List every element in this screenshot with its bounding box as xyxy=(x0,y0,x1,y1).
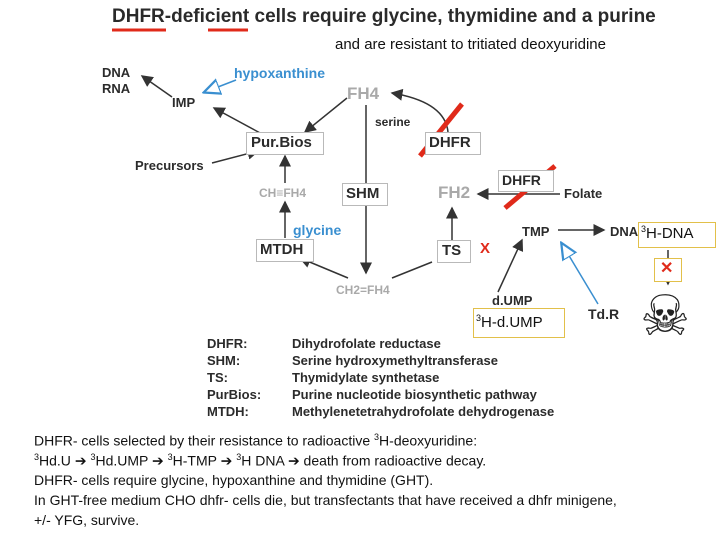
legend-val-mtdh: Methylenetetrahydrofolate dehydrogenase xyxy=(292,404,555,419)
arrow-fh4-purbios xyxy=(303,97,348,133)
legend-val-shm: Serine hydroxymethyltransferase xyxy=(292,353,498,368)
legend-key-ts: TS: xyxy=(207,370,228,385)
death-mark-box xyxy=(654,258,682,282)
bottom-line-5: +/- YFG, survive. xyxy=(34,512,140,528)
title-rest: -deficient cells require glycine, thymid… xyxy=(164,6,656,27)
node-ch-fh4: CH≡FH4 xyxy=(259,186,307,200)
block-mark-ts: X xyxy=(480,240,491,257)
dhfr2-box xyxy=(498,170,554,192)
node-rna: RNA xyxy=(102,81,131,96)
node-mtdh: MTDH xyxy=(260,241,304,258)
dhfr-box xyxy=(425,132,481,155)
node-ch2-fh4: CH2=FH4 xyxy=(336,283,390,297)
node-dna: DNA xyxy=(102,65,131,80)
bottom-line-2: 3Hd.U ➔ 3Hd.UMP ➔ 3H-TMP ➔ 3H DNA ➔ deat… xyxy=(34,452,487,469)
bottom-line-3: DHFR- cells require glycine, hypoxanthin… xyxy=(34,472,434,488)
node-fh4: FH4 xyxy=(347,84,380,103)
node-hypoxanthine: hypoxanthine xyxy=(234,65,326,81)
node-tdr: Td.R xyxy=(588,306,620,322)
death-mark: ✕ xyxy=(660,260,674,277)
node-precursors: Precursors xyxy=(135,158,204,173)
purbios-box xyxy=(246,132,324,155)
node-imp: IMP xyxy=(172,95,196,110)
node-shm: SHM xyxy=(346,185,380,202)
legend-key-dhfr: DHFR: xyxy=(207,336,248,351)
bottom-line-4: In GHT-free medium CHO dhfr- cells die, … xyxy=(34,492,617,508)
node-h3dna: 3H-DNA xyxy=(641,224,694,242)
node-fh2: FH2 xyxy=(438,183,471,202)
arrow-dump-tmp xyxy=(497,238,524,293)
node-h3dump: 3H-d.UMP xyxy=(476,313,543,331)
node-folate: Folate xyxy=(564,186,603,201)
node-glycine: glycine xyxy=(293,222,342,238)
legend-key-mtdh: MTDH: xyxy=(207,404,249,419)
legend-val-purbios: Purine nucleotide biosynthetic pathway xyxy=(292,387,537,402)
ts-box xyxy=(437,240,471,263)
node-ts: TS xyxy=(442,242,462,259)
node-dump: d.UMP xyxy=(492,293,533,308)
line-ch2fh4-ts xyxy=(391,261,433,279)
node-dhfr: DHFR xyxy=(429,134,471,151)
legend-key-shm: SHM: xyxy=(207,353,241,368)
node-serine: serine xyxy=(375,115,411,129)
page-title: DHFR-deficient cells require glycine, th… xyxy=(112,6,656,28)
title-highlight: DHFR xyxy=(112,6,165,27)
node-tmp: TMP xyxy=(522,224,550,239)
bottom-line-1: DHFR- cells selected by their resistance… xyxy=(34,432,478,449)
legend-val-dhfr: Dihydrofolate reductase xyxy=(292,336,441,351)
legend-key-purbios: PurBios: xyxy=(207,387,262,402)
shm-box xyxy=(342,183,388,206)
mtdh-box xyxy=(256,239,314,262)
h3dna-box xyxy=(638,222,716,248)
node-purbios: Pur.Bios xyxy=(251,134,312,151)
page-subtitle: and are resistant to tritiated deoxyurid… xyxy=(335,36,606,53)
arrow-fh2-fh4 xyxy=(390,88,449,133)
legend-val-ts: Thymidylate synthetase xyxy=(292,370,440,385)
arrow-imp-dna xyxy=(140,75,173,98)
h3dump-box xyxy=(473,308,565,338)
node-dhfr2: DHFR xyxy=(502,172,541,188)
arrow-tdr-tmp xyxy=(562,244,599,305)
node-dna2: DNA xyxy=(610,224,639,239)
arrow-purbios-imp xyxy=(212,107,263,135)
skull-icon: ☠ xyxy=(640,284,691,347)
arrow-hypoxanthine-imp xyxy=(205,80,237,92)
